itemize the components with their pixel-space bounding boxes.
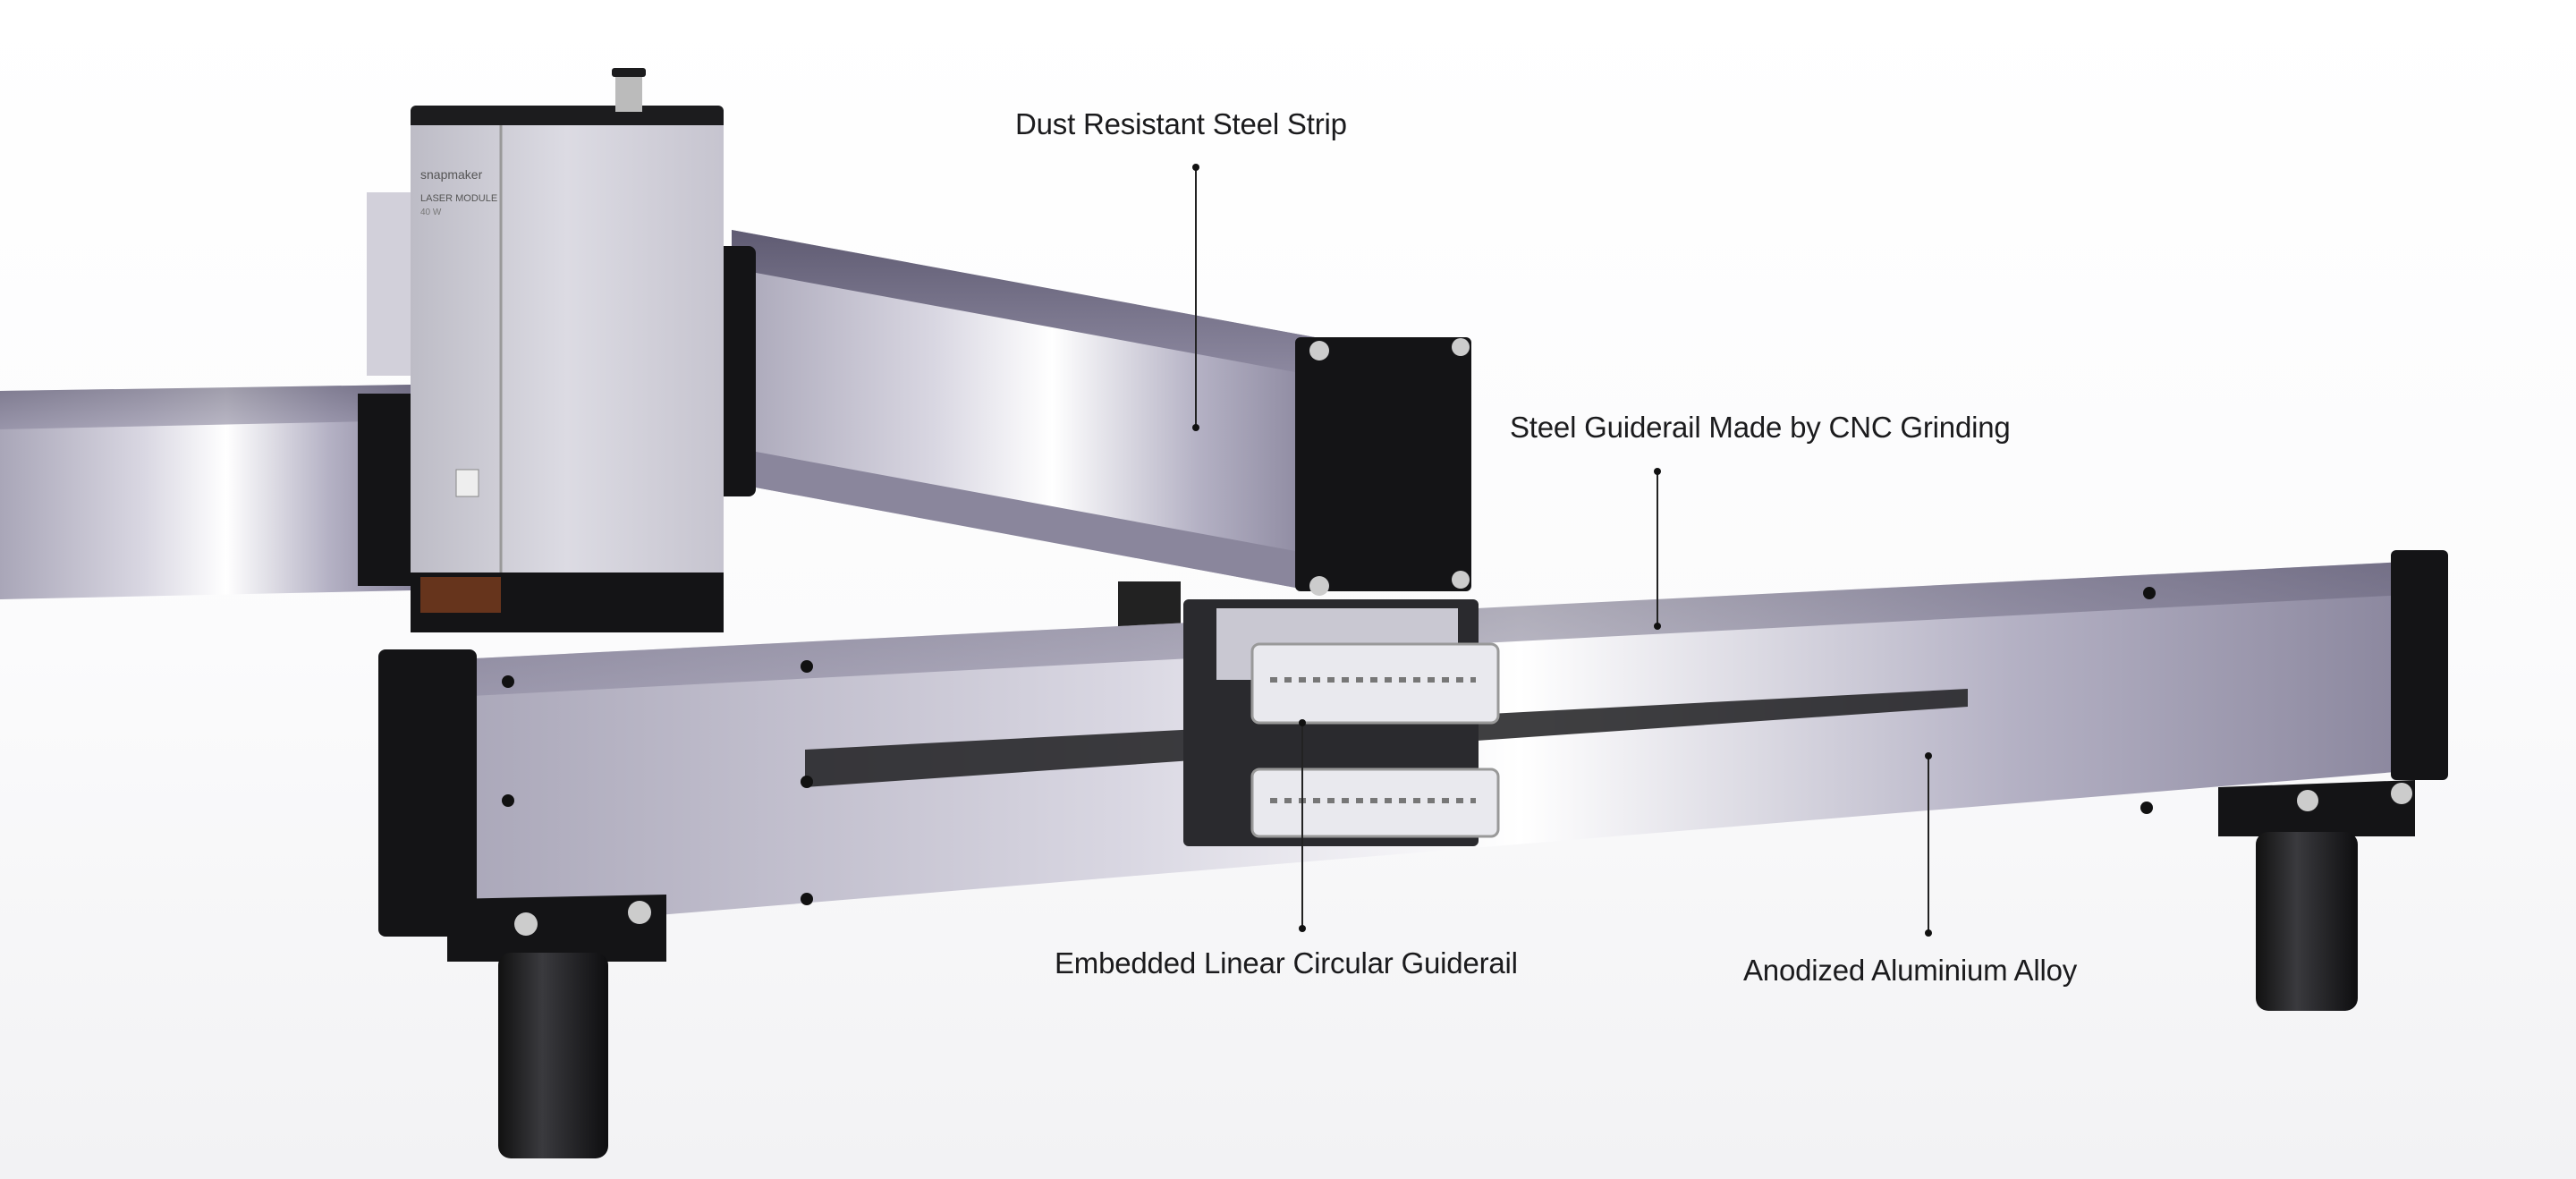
laser-module: snapmaker LASER MODULE 40 W (411, 68, 724, 632)
callout-steel-guiderail: Steel Guiderail Made by CNC Grinding (1510, 411, 2011, 444)
linear-carriage (1183, 599, 1500, 846)
module-logo: snapmaker (420, 167, 483, 182)
y-axis-beam (716, 230, 1471, 635)
left-leg (498, 953, 608, 1158)
leader-line-dust-strip (1192, 164, 1199, 431)
callout-embedded-linear-guiderail: Embedded Linear Circular Guiderail (1055, 946, 1518, 980)
callout-anodized-aluminium: Anodized Aluminium Alloy (1743, 954, 2078, 987)
leader-line-steel-guiderail (1654, 468, 1661, 630)
right-leg (2256, 832, 2358, 1011)
module-power: 40 W (420, 208, 442, 217)
leader-line-embedded-guiderail (1299, 719, 1306, 932)
back-rail (0, 192, 420, 599)
leader-line-anodized-aluminium (1925, 752, 1932, 937)
callout-dust-resistant-steel-strip: Dust Resistant Steel Strip (1015, 107, 1347, 140)
module-name: LASER MODULE (420, 193, 497, 204)
